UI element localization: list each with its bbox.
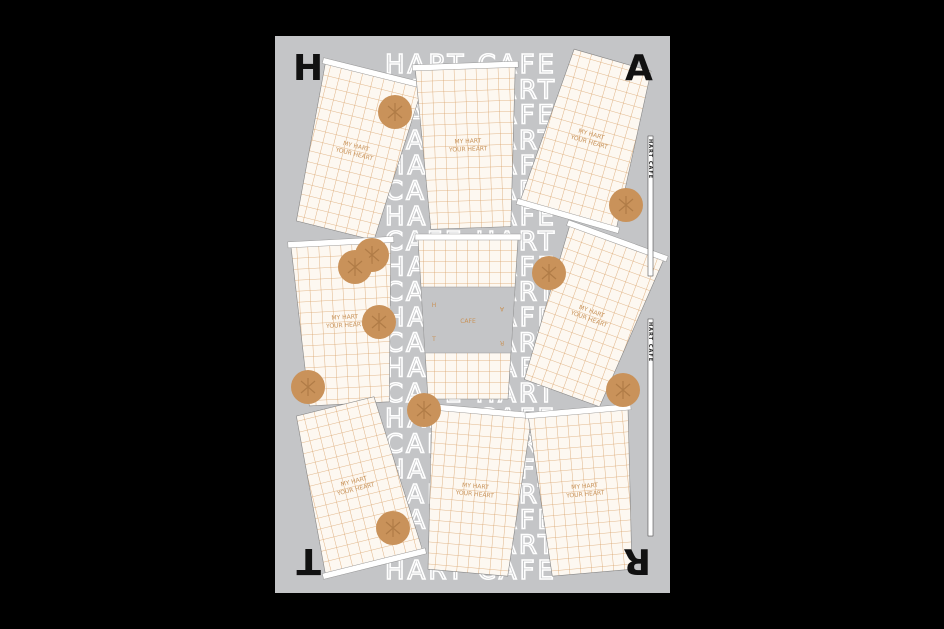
slogan-line-2: YOUR HEART [448, 145, 488, 153]
cookie-logo-icon [300, 378, 316, 396]
cookie [609, 188, 643, 222]
cup-rim [566, 219, 669, 263]
side-bar [647, 135, 654, 277]
cookie-logo-icon [618, 196, 634, 214]
cookie [407, 393, 441, 427]
slogan-line-2: YOUR HEART [454, 489, 494, 499]
slogan-line-2: YOUR HEART [565, 489, 605, 499]
side-label: HART CAFE [647, 322, 653, 362]
corner-letter-a: A [625, 48, 653, 89]
cookie-logo-icon [385, 519, 401, 537]
cup-rim [414, 233, 522, 241]
sleeve-cafe-text: CAFE [460, 318, 476, 325]
cookie-logo-icon [615, 381, 631, 399]
slogan-line-1: MY HART [462, 482, 490, 491]
slogan-line-1: MY HART [454, 138, 481, 146]
paper-cup: H A R T CAFE [414, 233, 522, 400]
cookie-logo-icon [387, 103, 403, 121]
cookie [376, 511, 410, 545]
cookie-logo-icon [416, 401, 432, 419]
cup-rim [321, 547, 427, 580]
corner-letter-h: H [293, 48, 323, 89]
sleeve-letter: R [500, 339, 504, 346]
cookie [291, 370, 325, 404]
cup-rim [515, 198, 621, 234]
sleeve-letter: T [431, 336, 436, 343]
cup-rim [524, 403, 632, 420]
cookie [338, 250, 372, 284]
cookie [362, 305, 396, 339]
corner-letter-r: R [623, 540, 651, 581]
cookie-logo-icon [347, 258, 363, 276]
slogan-line-1: MY HART [331, 313, 358, 321]
corner-letter-t: T [296, 540, 321, 581]
side-label: HART CAFE [647, 139, 653, 179]
cookie [532, 256, 566, 290]
slogan-line-2: YOUR HEART [325, 321, 365, 330]
cookie-logo-icon [371, 313, 387, 331]
cup-sleeve: H A R T CAFE [420, 286, 516, 354]
side-bars: HART CAFE HART CAFE [647, 135, 654, 537]
slogan-line-1: MY HART [571, 482, 599, 491]
cookie [378, 95, 412, 129]
sleeve-letter: H [432, 302, 437, 309]
cookie [606, 373, 640, 407]
side-bar [647, 318, 654, 537]
sleeve-letter: A [499, 305, 504, 312]
cup-rim [411, 60, 519, 72]
cookie-logo-icon [541, 264, 557, 282]
